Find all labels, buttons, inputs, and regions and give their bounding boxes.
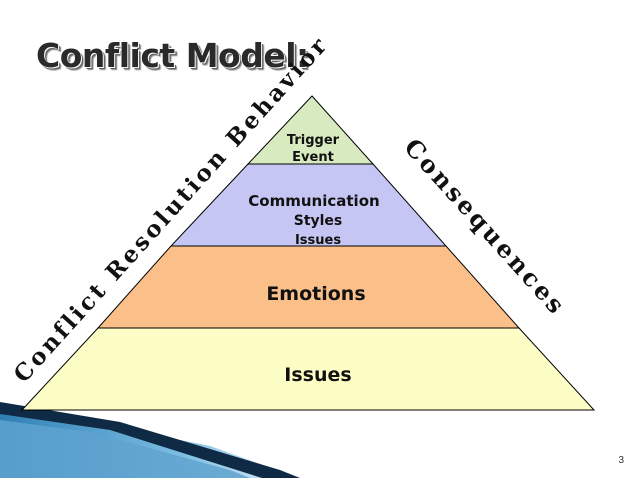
corner-swoosh-decoration	[0, 402, 300, 478]
issues-label: Issues	[284, 364, 351, 386]
styles-label: Styles	[294, 213, 343, 229]
slide-title: Conflict Model:	[36, 36, 309, 75]
event-label: Event	[292, 150, 334, 165]
pyramid-level-4-shape	[20, 327, 596, 411]
trigger-label: Trigger	[287, 133, 340, 148]
emotions-label: Emotions	[266, 283, 365, 305]
page-number: 3	[618, 455, 624, 466]
level-2-issues-label: Issues	[295, 233, 341, 248]
communication-label: Communication	[248, 192, 379, 210]
